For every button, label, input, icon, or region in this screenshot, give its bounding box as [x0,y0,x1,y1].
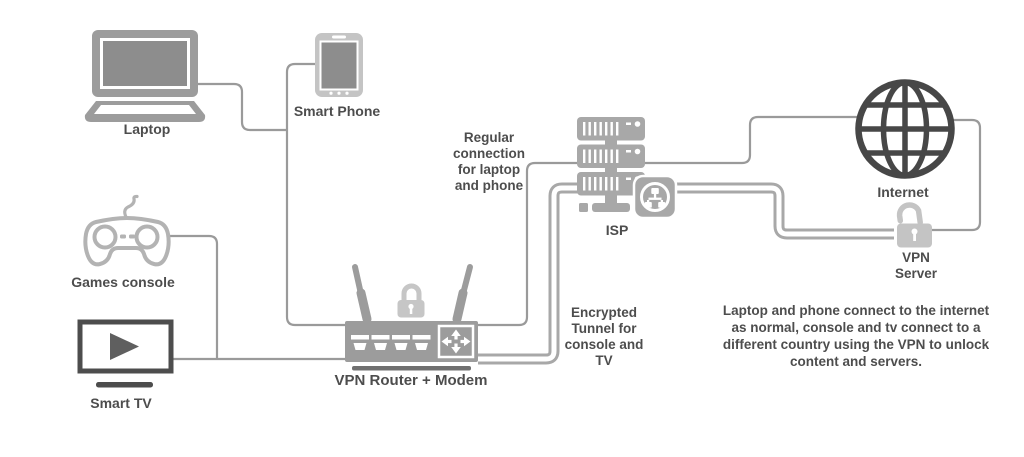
smartphone-icon [315,33,363,97]
console-line [162,234,219,358]
router-label: VPN Router + Modem [334,372,488,389]
play-icon [110,333,139,360]
console-antenna [123,194,139,221]
phone-line [285,62,347,327]
phone-label: Smart Phone [293,103,381,119]
laptop-label: Laptop [123,121,171,137]
network-hub-icon [632,174,678,220]
internet-label: Internet [877,184,929,200]
games-console-icon [83,194,171,267]
isp-server-unit [577,144,645,168]
isp-servers-icon [577,117,645,212]
encrypted-tunnel-label: Encrypted Tunnel for console and TV [564,305,644,368]
vpn-server-label: VPN Server [894,250,938,281]
open-lock-icon [896,202,932,248]
cross-arrows-icon [437,324,475,359]
laptop-line [197,82,287,132]
regular-connection-line [478,115,860,327]
regular-connection-label: Regular connection for laptop and phone [452,130,526,193]
smart-tv-icon [77,319,174,388]
isp-label: ISP [605,222,629,238]
lock-icon [397,283,425,318]
laptop-icon [84,30,206,122]
description-text: Laptop and phone connect to the internet… [722,303,990,369]
tv-label: Smart TV [90,395,152,411]
isp-server-unit [577,117,645,141]
internet-to-vpnserver-line [932,118,982,232]
console-label: Games console [71,274,175,290]
globe-icon [855,79,955,179]
router-icon [345,264,478,371]
router-ports [351,335,431,350]
